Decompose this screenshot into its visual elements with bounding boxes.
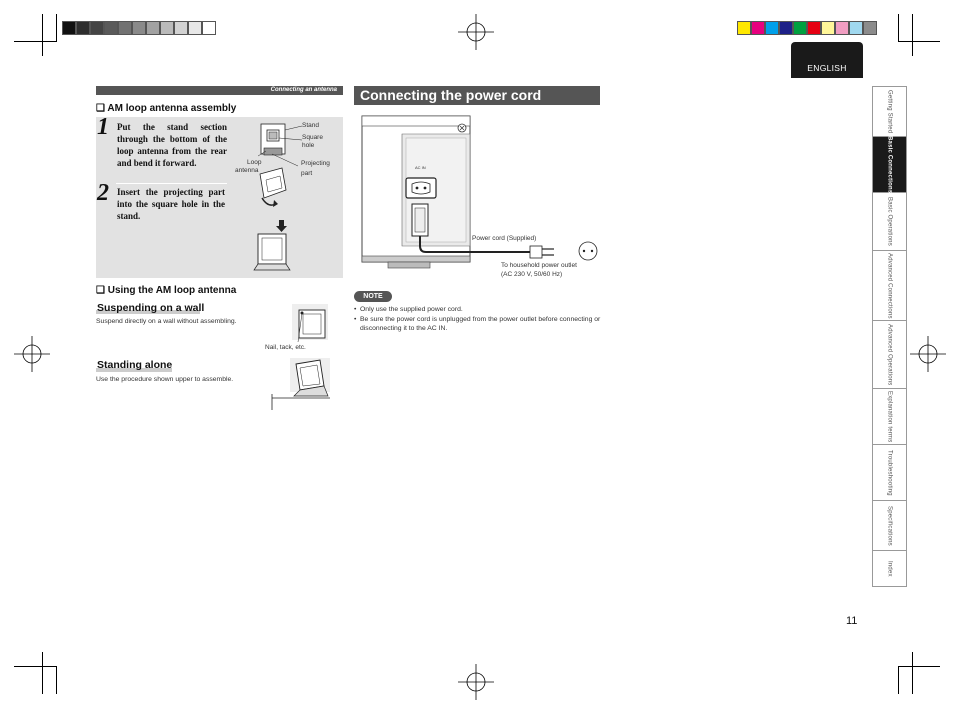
standing-text: Use the procedure shown upper to assembl…	[96, 376, 234, 383]
sidenav-item[interactable]: Basic Connections	[873, 135, 906, 194]
outlet-label-line1: To household power outlet	[501, 262, 577, 269]
assembly-heading: ❑ AM loop antenna assembly	[96, 103, 236, 114]
square-hole-label-line2: hole	[302, 142, 315, 149]
note-badge: NOTE	[354, 291, 392, 302]
gray-swatch	[174, 21, 188, 35]
note-badge-label: NOTE	[363, 293, 383, 300]
sidenav-item[interactable]: Specifications	[873, 501, 906, 551]
suspending-text: Suspend directly on a wall without assem…	[96, 318, 237, 325]
registration-mark-right	[910, 336, 946, 372]
using-heading: ❑ Using the AM loop antenna	[96, 285, 236, 296]
power-cord-label: Power cord (Supplied)	[472, 235, 537, 242]
step-1-number: 1	[97, 114, 109, 140]
language-tab-label: ENGLISH	[807, 63, 847, 73]
standing-underline	[96, 368, 172, 372]
color-swatch	[821, 21, 835, 35]
gray-swatch	[118, 21, 132, 35]
sidenav-item[interactable]: Getting Started	[873, 87, 906, 137]
checkbox-icon: ❑	[96, 103, 105, 114]
gray-swatch	[146, 21, 160, 35]
gray-swatch	[90, 21, 104, 35]
projecting-part-label-line1: Projecting	[301, 160, 330, 167]
nail-label: Nail, tack, etc.	[265, 344, 306, 351]
sidenav-item-label: Getting Started	[886, 89, 893, 134]
gray-swatch	[160, 21, 174, 35]
sidenav-item-label: Specifications	[886, 505, 893, 546]
sidenav-item-label: Basic Operations	[886, 197, 893, 246]
outlet-label-line2: (AC 230 V, 50/60 Hz)	[501, 271, 563, 278]
registration-mark-top	[458, 14, 494, 50]
square-hole-label-line1: Square	[302, 134, 323, 141]
color-swatch	[863, 21, 877, 35]
color-swatch	[765, 21, 779, 35]
gray-swatch	[132, 21, 146, 35]
color-swatch	[751, 21, 765, 35]
color-swatch-strip	[737, 21, 877, 35]
section-bar: Connecting an antenna	[96, 86, 343, 95]
using-heading-text: Using the AM loop antenna	[107, 285, 237, 296]
sidenav-item[interactable]: Explanation terms	[873, 389, 906, 445]
page-number: 11	[846, 615, 858, 627]
assembly-heading-text: AM loop antenna assembly	[107, 103, 237, 114]
sidenav-item-label: Advanced Operations	[886, 323, 893, 386]
suspending-heading: Suspending on a wall	[97, 302, 205, 314]
sidenav-item[interactable]: Troubleshooting	[873, 445, 906, 501]
language-tab[interactable]: ENGLISH	[791, 42, 863, 78]
sidenav-item-label: Index	[886, 560, 893, 577]
assembly-steps-panel	[96, 117, 343, 278]
color-swatch	[807, 21, 821, 35]
checkbox-icon: ❑	[96, 285, 105, 296]
antenna-assembly-illustration	[253, 123, 303, 271]
gray-swatch	[76, 21, 90, 35]
loop-antenna-label-line2: antenna	[235, 167, 259, 174]
color-swatch	[849, 21, 863, 35]
step-2-text: Insert the projecting part into the squa…	[117, 187, 225, 221]
note-item: Only use the supplied power cord.	[354, 305, 602, 315]
color-swatch	[779, 21, 793, 35]
note-item: Be sure the power cord is unplugged from…	[354, 315, 602, 334]
gray-swatch	[188, 21, 202, 35]
sidenav-item[interactable]: Advanced Operations	[873, 321, 906, 389]
standing-antenna-illustration	[271, 358, 330, 410]
step-divider	[116, 183, 227, 184]
sidenav-item-label: Troubleshooting	[886, 449, 893, 496]
stand-label: Stand	[302, 122, 319, 129]
note-list: Only use the supplied power cord. Be sur…	[354, 305, 602, 334]
sidenav-item-label: Advanced Connections	[886, 252, 893, 319]
registration-mark-left	[14, 336, 50, 372]
wall-mount-illustration	[292, 304, 328, 343]
ac-in-label: AC IN	[415, 165, 426, 170]
suspending-underline	[96, 310, 200, 314]
gray-swatch	[104, 21, 118, 35]
projecting-part-label-line2: part	[301, 170, 313, 177]
standing-heading: Standing alone	[97, 359, 173, 371]
sidenav-item-label: Explanation terms	[886, 390, 893, 443]
gray-swatch	[202, 21, 216, 35]
color-swatch	[835, 21, 849, 35]
color-swatch	[737, 21, 751, 35]
power-cord-title: Connecting the power cord	[360, 87, 542, 103]
sidenav-item[interactable]: Basic Operations	[873, 193, 906, 251]
power-cord-illustration	[361, 115, 598, 269]
sidenav-item[interactable]: Advanced Connections	[873, 251, 906, 321]
color-swatch	[793, 21, 807, 35]
section-bar-label: Connecting an antenna	[270, 87, 337, 93]
step-2-number: 2	[97, 180, 109, 206]
gray-swatch-strip	[62, 21, 216, 35]
power-cord-title-bar: Connecting the power cord	[354, 86, 600, 105]
gray-swatch	[62, 21, 76, 35]
sidenav-item-label: Basic Connections	[886, 135, 893, 194]
sidenav-item[interactable]: Index	[873, 551, 906, 586]
loop-antenna-label-line1: Loop	[247, 159, 262, 166]
registration-mark-bottom	[458, 664, 494, 700]
step-1-text: Put the stand section through the bottom…	[117, 122, 227, 168]
